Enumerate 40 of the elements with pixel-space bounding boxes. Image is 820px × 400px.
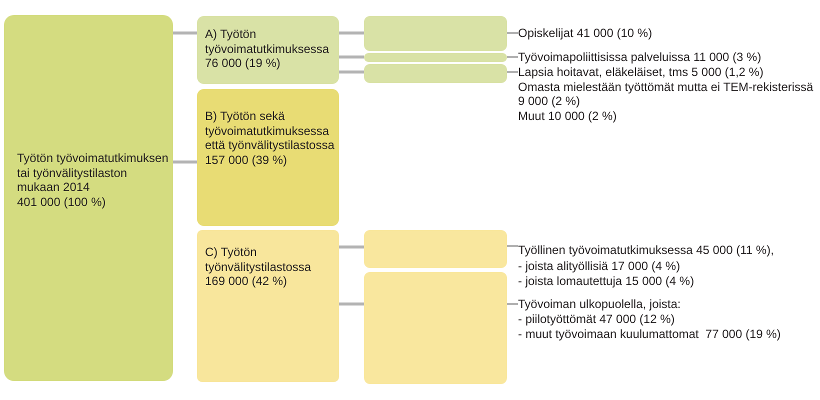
- connector-line: [507, 32, 518, 34]
- connector-line: [339, 302, 364, 306]
- connector-line: [339, 246, 364, 248]
- segment-block: [364, 230, 507, 268]
- breakdown-text: - joista lomautettuja 15 000 (4 %): [518, 274, 694, 290]
- connector-line: [507, 303, 518, 305]
- category-label: C) Työtön työnvälitystilastossa: [205, 245, 312, 274]
- category-label: A) Työtön työvoimatutkimuksessa: [205, 27, 330, 56]
- connector-line: [173, 160, 197, 164]
- total-box: [4, 15, 173, 381]
- category-box: [197, 230, 339, 382]
- category-box: [197, 89, 339, 226]
- category-value: 157 000 (39 %): [205, 152, 288, 167]
- category-value: 76 000 (19 %): [205, 56, 282, 70]
- category-label: Työtön työvoimatutkimuksen tai työnvälitystilaston mukaan 2014: [17, 151, 169, 194]
- breakdown-text: - joista alityöllisiä 17 000 (4 %): [518, 258, 680, 274]
- connector-line: [339, 32, 364, 34]
- breakdown-text: Työllinen työvoimatutkimuksessa 45 000 (11 %),: [518, 243, 774, 258]
- breakdown-text: Muut 10 000 (2 %): [518, 108, 617, 123]
- breakdown-text: Omasta mielestään työttömät mutta ei TEM-rekisterissä 9 000 (2 %): [518, 80, 814, 108]
- connector-line: [339, 70, 364, 74]
- breakdown-text: Opiskelijat 41 000 (10 %): [518, 26, 652, 40]
- segment-block: [364, 64, 507, 83]
- connector-line: [507, 56, 518, 58]
- connector-line: [507, 245, 518, 247]
- segment-block: [364, 53, 507, 62]
- category-value: 169 000 (42 %): [205, 274, 288, 288]
- category-value: 401 000 (100 %): [17, 194, 107, 209]
- breakdown-text: Työvoiman ulkopuolella, joista:: [518, 297, 681, 312]
- connector-line: [173, 32, 197, 34]
- breakdown-text: - piilotyöttömät 47 000 (12 %): [518, 312, 675, 327]
- segment-block: [364, 16, 507, 51]
- category-label: B) Työtön sekä työvoimatutkimuksessa että työnvälitystilastossa: [205, 109, 336, 152]
- category-box: [197, 16, 339, 84]
- segment-block: [364, 272, 507, 384]
- connector-line: [507, 71, 518, 73]
- connector-line: [339, 56, 364, 58]
- breakdown-text: - muut työvoimaan kuulumattomat 77 000 (19 %): [518, 327, 781, 342]
- breakdown-text: Lapsia hoitavat, eläkeläiset, tms 5 000 (1,2 %): [518, 65, 764, 80]
- breakdown-text: Työvoimapoliittisissa palveluissa 11 000 (3 %): [518, 50, 762, 64]
